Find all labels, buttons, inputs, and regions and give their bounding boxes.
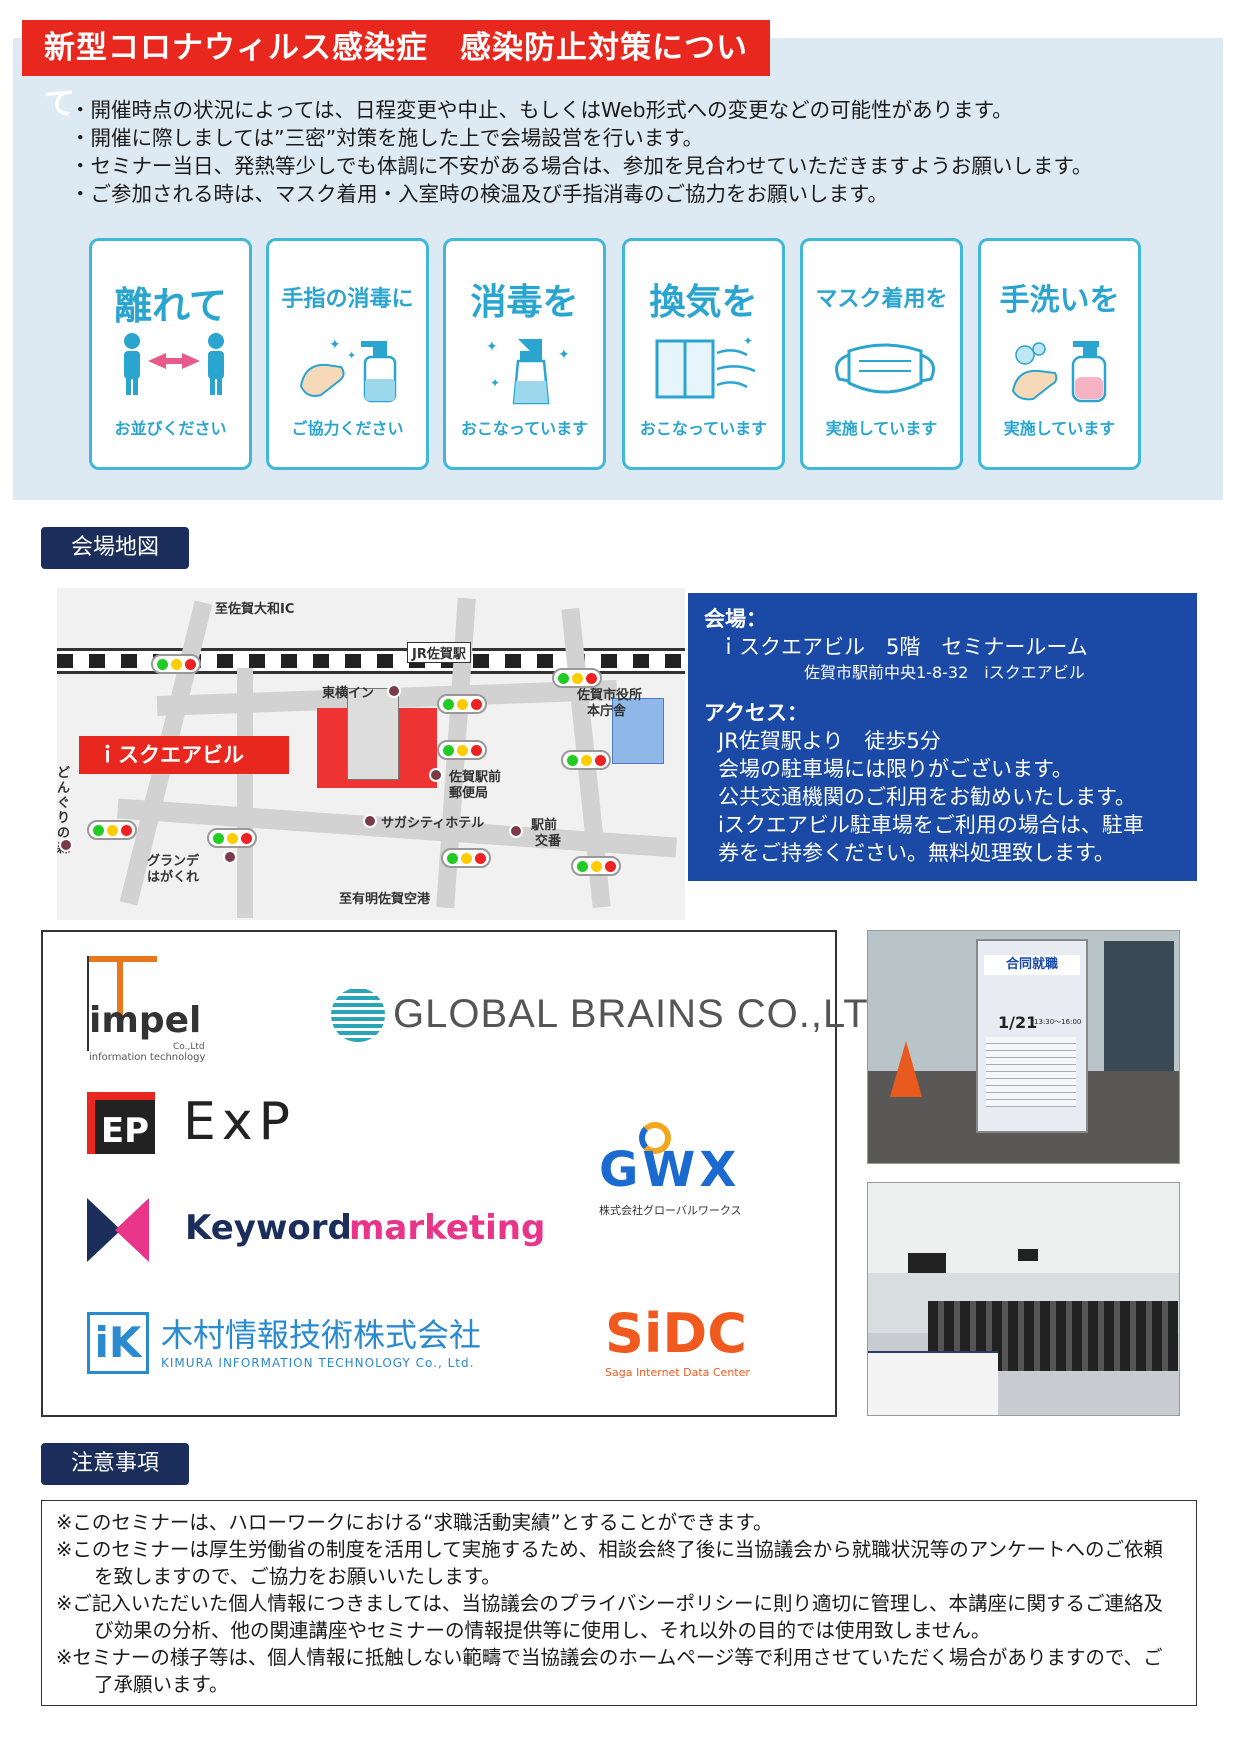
covid-line: ・開催に際しましては”三密”対策を施した上で会場設営を行います。 [70, 126, 704, 150]
keyword-logo-1: Keyword [185, 1208, 352, 1248]
venue-info: 会場： ｉスクエアビル 5階 セミナールーム 佐賀市駅前中央1-8-32 iスク… [688, 593, 1197, 881]
covid-line: ・ご参加される時は、マスク着用・入室時の検温及び手指消毒のご協力をお願いします。 [70, 182, 888, 206]
map-label-police-2: 交番 [535, 834, 562, 849]
card-sub: おこなっています [639, 419, 768, 438]
venue-map: ｉスクエアビル 至佐賀大和IC JR佐賀駅 東横イン 佐賀市役所 本庁舎 佐賀駅… [57, 588, 685, 920]
card-title: 離れて [114, 284, 227, 328]
card-sub: ご協力ください [291, 419, 404, 438]
gwx-sub: 株式会社グローバルワークス [599, 1204, 742, 1217]
kimura-logo-en: KIMURA INFORMATION TECHNOLOGY Co., Ltd. [161, 1356, 475, 1370]
note-line: ※このセミナーは厚生労働省の制度を活用して実施するため、相談会終了後に当協議会か… [56, 1538, 1163, 1588]
card-title: 手洗いを [999, 283, 1120, 318]
sidc-sub: Saga Internet Data Center [605, 1366, 750, 1379]
note-line: ※ご記入いただいた個人情報につきましては、当協議会のプライバシーポリシーに則り適… [56, 1592, 1163, 1642]
notes-section-label: 注意事項 [41, 1443, 189, 1485]
map-label-grande-2: はがくれ [147, 870, 200, 885]
svg-text:✦: ✦ [329, 337, 341, 353]
sign-time: 13:30～16:00 [1034, 1018, 1082, 1026]
card-distance: 離れて お並びください [89, 238, 252, 470]
card-sub: 実施しています [825, 419, 938, 438]
map-section-label: 会場地図 [41, 527, 189, 569]
map-label-police-1: 駅前 [531, 818, 558, 833]
map-label-grande-1: グランデ [147, 854, 200, 869]
venue-name: ｉスクエアビル 5階 セミナールーム [718, 635, 1088, 659]
hand-sanitizer-icon: ✦✦ [299, 337, 397, 403]
keyword-logo-2: marketing [349, 1208, 546, 1248]
venue-heading: 会場： [704, 607, 767, 631]
map-label-cityhall-1: 佐賀市役所 [577, 688, 643, 703]
card-sanitizer: 手指の消毒に ✦✦ ご協力ください [266, 238, 429, 470]
global-brains-logo: GLOBAL BRAINS CO.,LTD [393, 992, 899, 1036]
access-heading: アクセス： [704, 701, 808, 725]
venue-address: 佐賀市駅前中央1-8-32 iスクエアビル [804, 663, 1085, 682]
map-label-post-2: 郵便局 [449, 786, 489, 801]
building-label: ｉスクエアビル [79, 736, 289, 774]
window-ventilation-icon: ✦ [655, 334, 756, 399]
access-line: iスクエアビル駐車場をご利用の場合は、駐車 [718, 813, 1144, 837]
svg-text:✦: ✦ [558, 347, 570, 363]
note-line: ※このセミナーは、ハローワークにおける“求職活動実績”とすることができます。 [56, 1511, 773, 1534]
card-title: 換気を [649, 282, 758, 323]
map-label-south: 至有明佐賀空港 [339, 892, 431, 907]
map-label-hotel: サガシティホテル [381, 816, 485, 831]
map-label-cityhall-2: 本庁舎 [587, 704, 627, 719]
card-handwash: 手洗いを 実施しています [978, 238, 1141, 470]
map-label-north: 至佐賀大和IC [215, 602, 295, 617]
seminar-room-photo [867, 1182, 1180, 1416]
access-line: 会場の駐車場には限りがございます。 [718, 757, 1073, 781]
map-label-toyoko: 東横イン [322, 686, 375, 701]
kimura-mark: iK [87, 1312, 149, 1374]
access-line: 公共交通機関のご利用をお勧めいたします。 [718, 785, 1136, 809]
sign-date: 1/21 [998, 1013, 1038, 1032]
card-title: 手指の消毒に [281, 287, 414, 312]
notes-box: ※このセミナーは、ハローワークにおける“求職活動実績”とすることができます。 ※… [41, 1500, 1197, 1706]
card-sub: おこなっています [460, 419, 589, 438]
sponsor-logos: impel Co.,Ltd information technology GLO… [41, 930, 898, 1417]
svg-text:✦: ✦ [486, 339, 498, 355]
svg-text:✦: ✦ [490, 376, 500, 390]
sign-heading: 合同就職 [984, 955, 1080, 975]
covid-title: 新型コロナウィルス感染症 感染防止対策について [22, 20, 770, 122]
spray-bottle-icon: ✦ ✦ ✦ [486, 339, 570, 405]
map-label-post-1: 佐賀駅前 [449, 770, 502, 785]
impel-logo: impel Co.,Ltd information technology [87, 956, 207, 1066]
mask-icon [835, 343, 935, 394]
access-line: 券をご持参ください。無料処理致します。 [718, 841, 1115, 865]
gwx-logo: GWX [599, 1142, 741, 1198]
covid-line: ・セミナー当日、発熱等少しでも体調に不安がある場合は、参加を見合わせていただきま… [70, 154, 1093, 178]
card-mask: マスク着用を 実施しています [800, 238, 963, 470]
map-label-station: JR佐賀駅 [407, 642, 471, 663]
card-sub: 実施しています [1003, 419, 1116, 438]
card-title: 消毒を [470, 282, 579, 323]
exp-mark: EP [87, 1092, 155, 1154]
svg-text:✦: ✦ [743, 334, 753, 348]
card-disinfect: 消毒を ✦ ✦ ✦ おこなっています [443, 238, 606, 470]
kimura-logo-jp: 木村情報技術株式会社 [161, 1316, 482, 1354]
distance-icon [124, 333, 224, 395]
covid-line: ・開催時点の状況によっては、日程変更や中止、もしくはWeb形式への変更などの可能… [70, 98, 1013, 122]
global-brains-mark [331, 988, 385, 1042]
gwx-mark [639, 1122, 671, 1154]
card-title: マスク着用を [815, 287, 948, 312]
svg-text:✦: ✦ [347, 349, 356, 362]
access-line: JR佐賀駅より 徒歩5分 [718, 729, 941, 753]
hand-wash-icon [1011, 341, 1107, 403]
exp-logo: ExP [183, 1092, 296, 1152]
note-line: ※セミナーの様子等は、個人情報に抵触しない範疇で当協議会のホームページ等で利用さ… [56, 1646, 1163, 1696]
sidc-logo: SiDC [605, 1302, 747, 1365]
card-ventilation: 換気を ✦ おこなっています [622, 238, 785, 470]
venue-entrance-photo: 合同就職 1/21 13:30～16:00 [867, 930, 1180, 1164]
card-sub: お並びください [114, 419, 227, 438]
